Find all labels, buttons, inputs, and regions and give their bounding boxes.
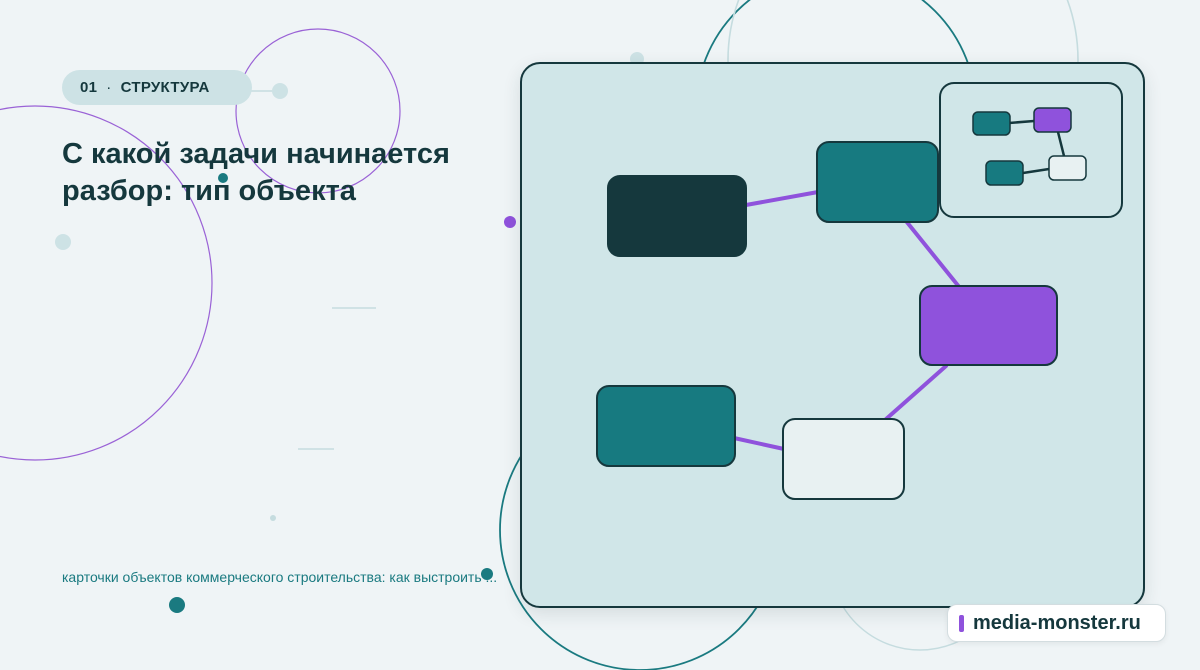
brand-name: media-monster.ru xyxy=(973,611,1141,634)
node-light xyxy=(782,418,905,500)
decor-dot xyxy=(272,83,288,99)
node-purple xyxy=(919,285,1058,366)
diagram-edges xyxy=(732,190,962,451)
page-title: С какой задачи начинается разбор: тип об… xyxy=(62,138,450,207)
minimap-edge xyxy=(1008,119,1035,125)
node-teal-bottom xyxy=(596,385,736,467)
edge-n2-n3 xyxy=(904,219,962,290)
section-number: 01 xyxy=(80,79,98,96)
decor-dot xyxy=(504,216,516,228)
minimap-node-teal xyxy=(972,111,1011,136)
minimap-node-purple xyxy=(1033,107,1072,133)
section-label: СТРУКТУРА xyxy=(120,79,210,96)
minimap-node-teal xyxy=(985,160,1024,186)
decor-dot xyxy=(55,234,71,250)
node-dark xyxy=(607,175,747,257)
minimap-edge xyxy=(1056,131,1066,157)
section-separator: · xyxy=(106,79,112,96)
subtitle: карточки объектов коммерческого строител… xyxy=(62,569,498,585)
brand-accent-bar xyxy=(959,614,964,632)
section-tag: 01 · СТРУКТУРА xyxy=(62,70,252,105)
decor-circle-purple-large xyxy=(0,105,213,461)
brand-badge[interactable]: media-monster.ru xyxy=(947,604,1166,642)
edge-n4-n5 xyxy=(732,436,786,451)
minimap-edge xyxy=(1022,167,1050,175)
edge-n1-n2 xyxy=(744,190,820,207)
decor-dot xyxy=(169,597,185,613)
diagram-nodes xyxy=(596,141,1058,500)
minimap-node-light xyxy=(1048,155,1087,181)
decor-circle-purple-small xyxy=(235,28,401,194)
decor-dot xyxy=(481,568,493,580)
decor-dot xyxy=(218,173,228,183)
node-teal-top xyxy=(816,141,939,223)
minimap-frame xyxy=(939,82,1123,218)
decor-dot xyxy=(270,515,276,521)
edge-n3-n4 xyxy=(883,364,948,422)
minimap xyxy=(939,82,1123,218)
